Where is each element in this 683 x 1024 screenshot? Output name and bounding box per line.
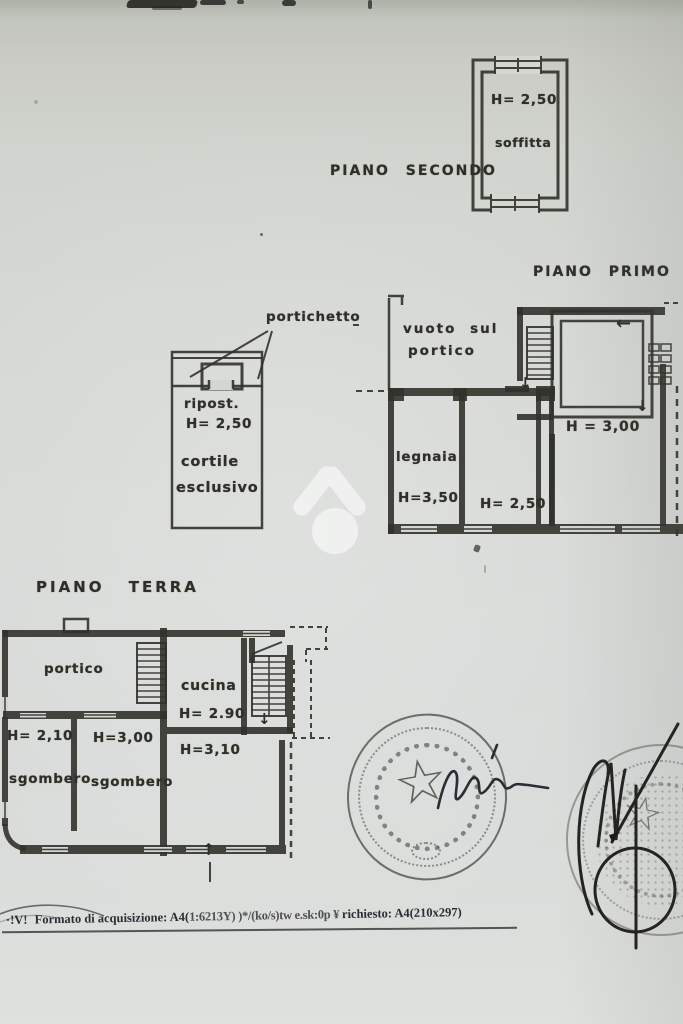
secondary-stamp: ☆ — [556, 734, 683, 946]
ink-smudge — [200, 0, 226, 5]
annotation-portichetto: portichetto — [266, 309, 361, 325]
arrow-up-icon: ↑ — [202, 840, 216, 859]
signature-over-stamp — [436, 743, 550, 810]
room-label-sgombero2: sgombero — [91, 774, 174, 790]
piano-primo-drawing — [353, 294, 683, 536]
paper-speck — [34, 100, 38, 104]
room-label-soffitta: soffitta — [495, 135, 552, 150]
annotation-vuoto-line2: portico — [408, 343, 476, 359]
arrow-down-icon: ↓ — [519, 374, 532, 392]
paper-speck — [484, 565, 486, 573]
height-label-primo-room3: H = 3,00 — [566, 419, 641, 435]
height-label-primo-room2: H= 2,50 — [480, 496, 547, 512]
ink-smudge — [237, 0, 244, 4]
floor-label-piano-secondo: PIANO SECONDO — [330, 163, 497, 179]
scan-edge-artifact — [0, 904, 105, 923]
ink-smudge — [368, 0, 372, 9]
piano-secondo-drawing — [471, 56, 569, 213]
arrow-left-icon: ← — [616, 313, 632, 334]
arrow-down-icon: ↓ — [258, 710, 271, 728]
floor-label-piano-primo: PIANO PRIMO — [533, 264, 671, 280]
room-label-portico: portico — [44, 661, 104, 677]
stamp-crest-base — [411, 842, 441, 860]
height-label-sgombero1: H= 2,10 — [7, 728, 74, 744]
watermark-circle — [312, 508, 358, 554]
height-label-h310: H=3,10 — [180, 742, 241, 758]
bold-signature — [577, 722, 680, 950]
room-label-sgombero1: sgombero — [9, 771, 92, 787]
room-label-cucina: cucina — [181, 678, 237, 694]
footer-acquisition-text: Formato di acquisizione: A4( — [34, 909, 190, 927]
cortile-drawing — [170, 330, 273, 530]
height-label-legnaia: H=3,50 — [398, 490, 459, 506]
paper-speck — [260, 233, 263, 236]
height-label-soffitta: H= 2,50 — [491, 92, 558, 108]
height-label-ripostiglio: H= 2,50 — [186, 416, 253, 432]
stamp-rim-text-ring — [358, 727, 496, 867]
room-label-cortile-line2: esclusivo — [176, 480, 259, 496]
footer-mark: ·!V! — [5, 912, 28, 927]
notary-stamp: ☆ — [342, 709, 512, 885]
annotation-vuoto-line1: vuoto sul — [403, 321, 499, 337]
footer-requested-format-text: richiesto: A4(210x297) — [341, 905, 462, 922]
piano-terra-drawing — [2, 617, 330, 882]
ink-smudge — [152, 6, 182, 10]
height-label-cucina: H= 2.90 — [179, 706, 246, 722]
floor-label-piano-terra: PIANO TERRA — [36, 578, 199, 596]
room-label-legnaia: legnaia — [396, 449, 458, 465]
room-label-cortile-line1: cortile — [181, 454, 240, 470]
ink-smudge — [282, 0, 296, 6]
watermark-house-icon — [289, 456, 372, 562]
arrow-down-icon: ↓ — [636, 397, 649, 415]
height-label-sgombero2: H=3,00 — [93, 730, 154, 746]
room-label-ripostiglio: ripost. — [184, 396, 240, 412]
footer-garbled-text: 1:6213Y) )*/(ko/s)tw e.sk:0p ¥ — [189, 907, 343, 924]
